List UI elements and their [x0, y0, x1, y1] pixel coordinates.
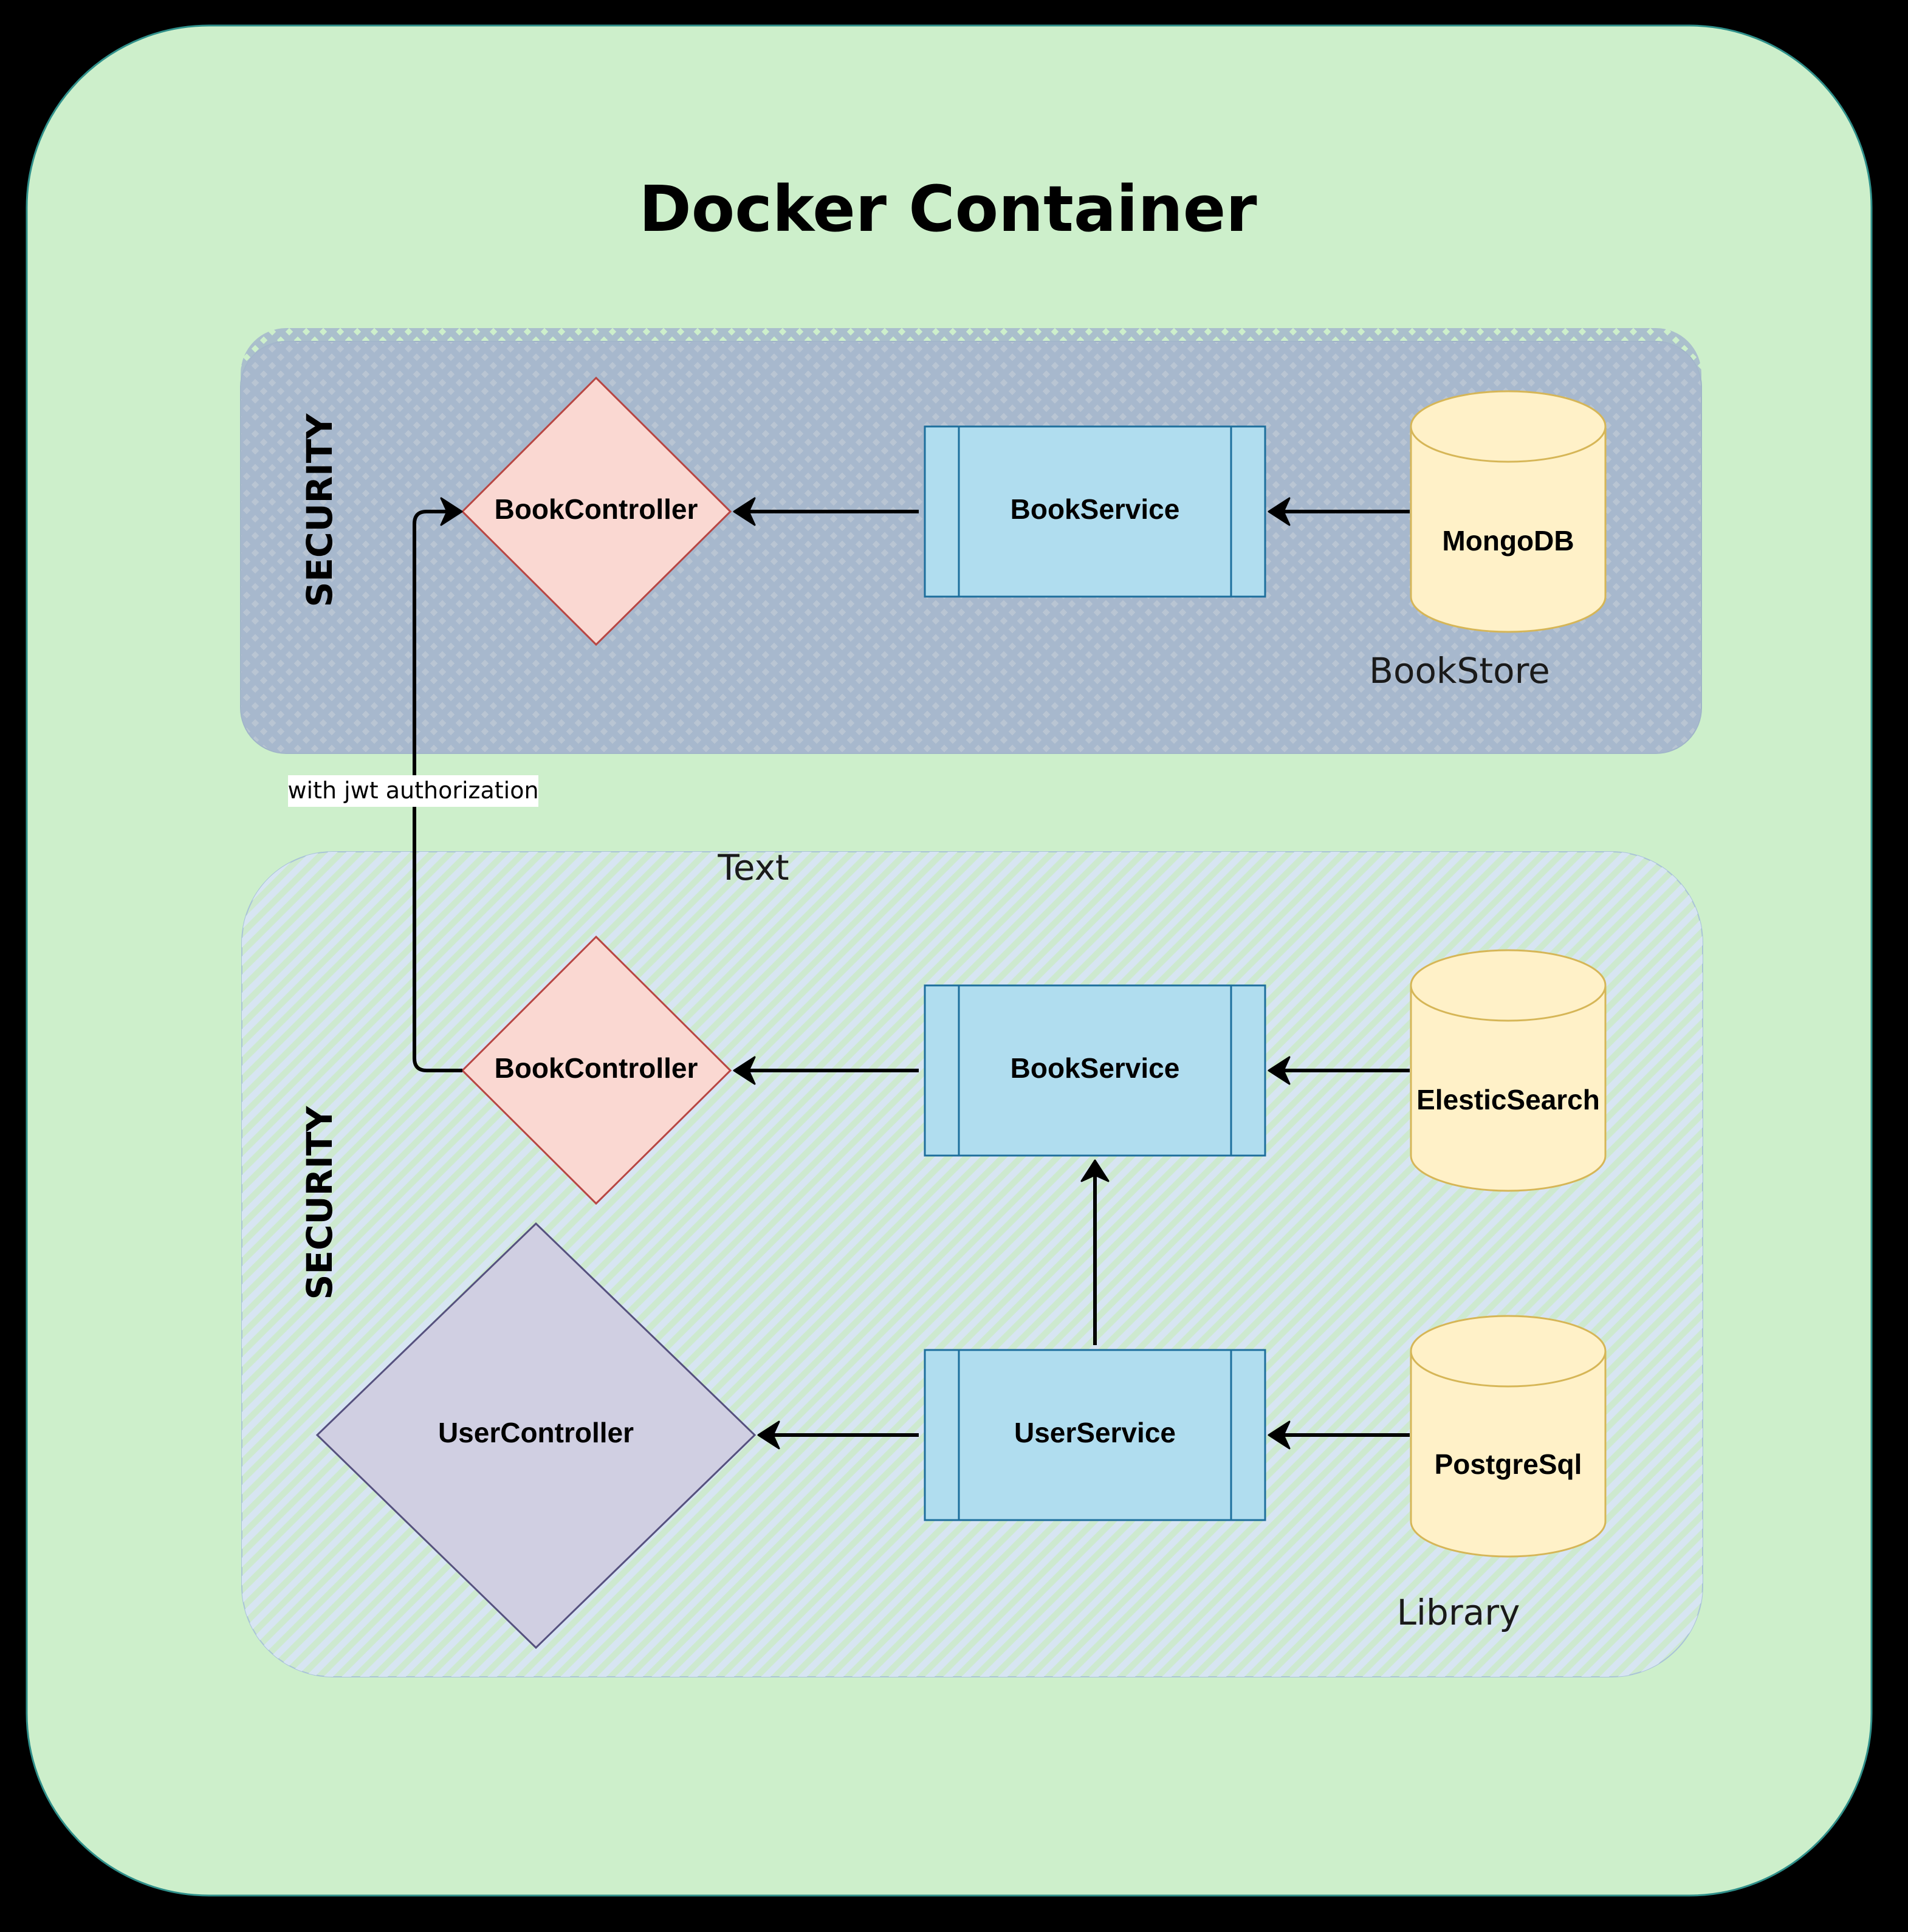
user-controller[interactable]	[315, 1222, 757, 1649]
postgresql-database[interactable]	[1410, 1315, 1607, 1558]
edge-label-background	[288, 775, 538, 807]
bookstore-book-controller-label: BookController	[495, 493, 698, 525]
bookstore-book-service-label: BookService	[1011, 493, 1180, 525]
library-book-service[interactable]	[924, 984, 1266, 1157]
elasticsearch-label: ElesticSearch	[1416, 1084, 1600, 1115]
bookstore-book-service[interactable]	[924, 425, 1266, 598]
bookstore-book-controller[interactable]	[461, 376, 732, 646]
library-book-service-label: BookService	[1011, 1052, 1180, 1084]
library-security-label: SECURITY	[299, 1106, 340, 1300]
bookstore-security-label: SECURITY	[299, 413, 340, 608]
user-controller-label: UserController	[438, 1417, 634, 1448]
postgresql-label: PostgreSql	[1435, 1448, 1582, 1480]
library-group: SECURITY BookController BookService Eles…	[241, 851, 1703, 1677]
user-service[interactable]	[924, 1349, 1266, 1521]
free-text-label: Text	[717, 847, 789, 888]
diagram-title: Docker Container	[639, 172, 1257, 246]
bookstore-name: BookStore	[1369, 650, 1550, 691]
mongodb-database[interactable]	[1410, 390, 1607, 633]
library-book-controller-label: BookController	[495, 1052, 698, 1084]
library-name: Library	[1397, 1592, 1520, 1633]
mongodb-label: MongoDB	[1442, 525, 1574, 557]
user-service-label: UserService	[1014, 1417, 1176, 1448]
library-book-controller[interactable]	[461, 935, 732, 1205]
arrowheads	[440, 497, 1291, 1450]
edge-label: with jwt authorization	[287, 777, 538, 804]
elasticsearch-database[interactable]	[1410, 949, 1607, 1192]
bookstore-group: SECURITY BookController BookService Mong…	[240, 328, 1702, 754]
